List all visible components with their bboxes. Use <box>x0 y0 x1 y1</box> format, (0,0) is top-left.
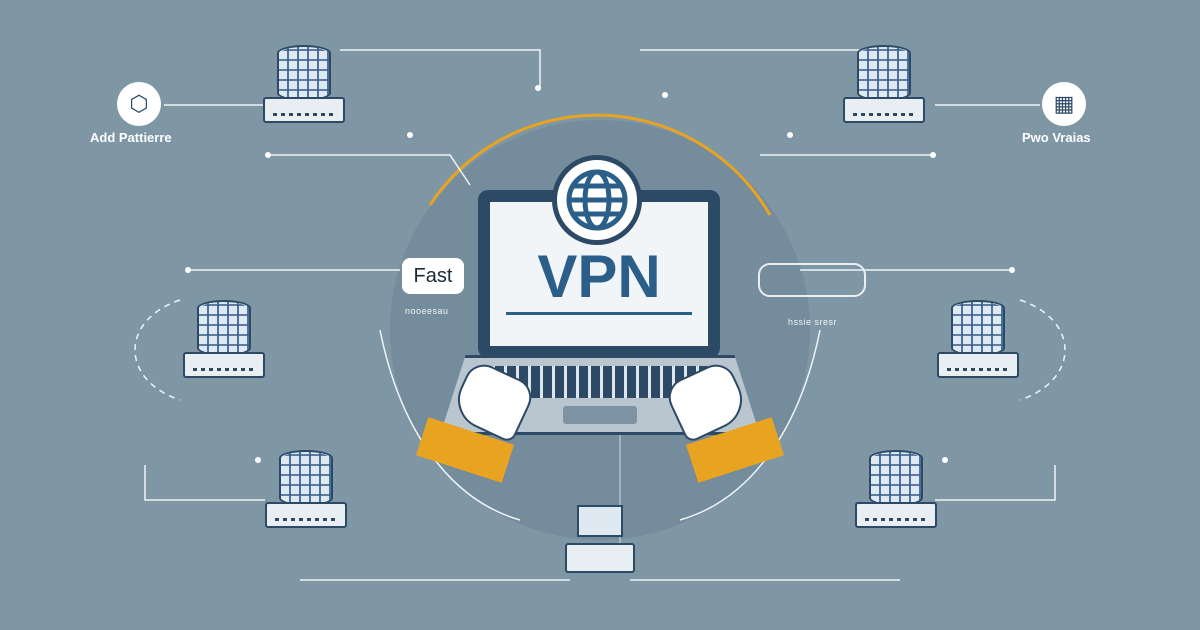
laptop-screen: VPN <box>478 190 720 358</box>
right-caption: hssie sresr <box>788 317 838 327</box>
server-icon <box>843 45 925 123</box>
router-icon <box>565 505 635 575</box>
server-icon <box>855 450 937 528</box>
server-icon <box>937 300 1019 378</box>
server-icon <box>263 45 345 123</box>
server-icon <box>183 300 265 378</box>
puzzle-icon[interactable]: ⬡ <box>117 82 161 126</box>
right-badge-label: Pwo Vraias <box>1022 130 1091 145</box>
globe-icon <box>552 155 642 245</box>
left-badge-label: Add Pattierre <box>90 130 172 145</box>
switch-outline <box>758 263 866 297</box>
left-caption: nooeesau <box>405 306 449 316</box>
grid-globe-icon[interactable]: ▦ <box>1042 82 1086 126</box>
server-icon <box>265 450 347 528</box>
vpn-title: VPN <box>537 243 661 310</box>
fast-callout: Fast <box>402 258 464 294</box>
